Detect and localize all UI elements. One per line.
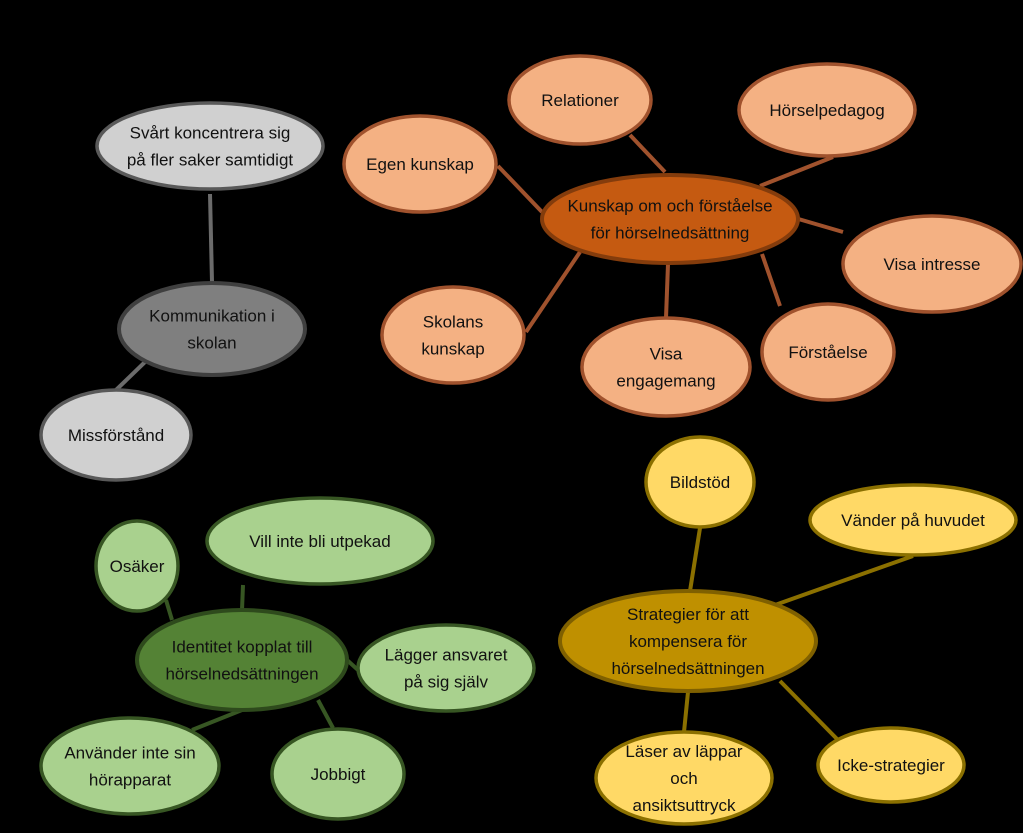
node-laser-av-lappar-och-ansiktsuttryck-label-line: ansiktsuttryck <box>633 796 736 815</box>
center-node-strategier-label-line: Strategier för att <box>627 605 749 624</box>
node-lagger-ansvaret-pa-sig-sjalv-label-line: Lägger ansvaret <box>385 646 508 665</box>
node-icke-strategier-ellipse <box>816 726 966 804</box>
node-svart-koncentrera-sig-pa-fler-saker-samtidigt: Svårt koncentrera sig på fler saker samti… <box>95 101 325 191</box>
connector-kunskap-3 <box>794 216 844 234</box>
node-visa-engagemang-label-line: Visa <box>650 345 683 364</box>
connector-kommunikation-1 <box>114 360 147 392</box>
connector-identitet-0 <box>164 599 174 621</box>
node-forstaelse: Förståelse <box>760 302 896 402</box>
node-svart-koncentrera-sig-pa-fler-saker-samtidigt-ellipse <box>95 101 325 191</box>
node-bildstod-ellipse <box>644 435 756 529</box>
node-vander-pa-huvudet: Vänder på huvudet <box>808 483 1018 557</box>
center-node-kunskap-label-line: för hörselnedsättning <box>591 224 750 243</box>
center-node-kunskap: Kunskap om och förståelse för hörselnedsä… <box>540 173 800 265</box>
connector-identitet-3 <box>316 699 335 729</box>
connector-identitet-1 <box>240 584 245 611</box>
node-anvander-inte-sin-horapparat: Använder inte sin hörapparat <box>39 716 221 816</box>
connector-strategier-0 <box>688 527 702 592</box>
node-visa-intresse-ellipse <box>841 214 1023 314</box>
node-anvander-inte-sin-horapparat-label-line: hörapparat <box>89 771 172 790</box>
center-node-kunskap-ellipse <box>540 173 800 265</box>
node-visa-engagemang-label-line: engagemang <box>616 372 715 391</box>
connector-strategier-3 <box>682 691 690 733</box>
node-jobbigt-ellipse <box>270 727 406 821</box>
center-node-kommunikation-label-line: skolan <box>187 334 236 353</box>
connector-kunskap-6 <box>524 250 582 334</box>
node-vander-pa-huvudet-label-line: Vänder på huvudet <box>841 511 985 530</box>
node-missforstand-ellipse <box>39 388 193 482</box>
node-horselpedagog-ellipse <box>737 62 917 158</box>
node-bildstod: Bildstöd <box>644 435 756 529</box>
node-horselpedagog: Hörselpedagog <box>737 62 917 158</box>
center-node-kommunikation-label-line: Kommunikation i <box>149 307 275 326</box>
node-visa-engagemang: Visa engagemang <box>580 316 752 418</box>
connector-kunskap-4 <box>760 253 782 307</box>
node-vill-inte-bli-utpekad-label-line: Vill inte bli utpekad <box>249 532 390 551</box>
connectors <box>114 133 914 742</box>
node-osaker-ellipse <box>94 519 180 613</box>
node-bildstod-label-line: Bildstöd <box>670 473 730 492</box>
node-visa-intresse-label-line: Visa intresse <box>883 255 980 274</box>
center-node-kommunikation: Kommunikation i skolan <box>117 281 307 377</box>
connector-strategier-1 <box>774 554 914 607</box>
node-jobbigt: Jobbigt <box>270 727 406 821</box>
node-lagger-ansvaret-pa-sig-sjalv-label-line: på sig själv <box>404 673 489 692</box>
node-osaker: Osäker <box>94 519 180 613</box>
node-missforstand-label-line: Missförstånd <box>68 426 164 445</box>
node-visa-intresse: Visa intresse <box>841 214 1023 314</box>
node-forstaelse-ellipse <box>760 302 896 402</box>
node-jobbigt-label-line: Jobbigt <box>311 765 366 784</box>
center-node-strategier-label-line: hörselnedsättningen <box>611 659 764 678</box>
node-svart-koncentrera-sig-pa-fler-saker-samtidigt-label-line: Svårt koncentrera sig <box>130 124 291 143</box>
connector-identitet-4 <box>191 708 243 732</box>
node-relationer: Relationer <box>507 54 653 146</box>
node-icke-strategier-label-line: Icke-strategier <box>837 756 945 775</box>
node-missforstand: Missförstånd <box>39 388 193 482</box>
node-anvander-inte-sin-horapparat-label-line: Använder inte sin <box>64 744 195 763</box>
node-lagger-ansvaret-pa-sig-sjalv: Lägger ansvaret på sig själv <box>356 623 536 713</box>
node-relationer-label-line: Relationer <box>541 91 619 110</box>
node-skolans-kunskap-ellipse <box>380 285 526 385</box>
node-visa-engagemang-ellipse <box>580 316 752 418</box>
center-node-identitet-label-line: Identitet kopplat till <box>172 638 313 657</box>
center-node-strategier-ellipse <box>558 589 818 693</box>
node-icke-strategier: Icke-strategier <box>816 726 966 804</box>
connector-kunskap-1 <box>628 133 667 174</box>
connector-strategier-2 <box>778 679 840 742</box>
node-laser-av-lappar-och-ansiktsuttryck-label-line: Läser av läppar <box>625 742 743 761</box>
node-laser-av-lappar-och-ansiktsuttryck: Läser av läppar och ansiktsuttryck <box>594 730 774 826</box>
node-skolans-kunskap-label-line: Skolans <box>423 313 483 332</box>
node-vander-pa-huvudet-ellipse <box>808 483 1018 557</box>
connector-kommunikation-0 <box>208 193 214 283</box>
node-skolans-kunskap: Skolans kunskap <box>380 285 526 385</box>
center-node-strategier-label-line: kompensera för <box>629 632 747 651</box>
node-egen-kunskap: Egen kunskap <box>342 114 498 214</box>
node-anvander-inte-sin-horapparat-ellipse <box>39 716 221 816</box>
center-node-kommunikation-ellipse <box>117 281 307 377</box>
center-node-identitet-ellipse <box>135 608 349 712</box>
node-svart-koncentrera-sig-pa-fler-saker-samtidigt-label-line: på fler saker samtidigt <box>127 151 294 170</box>
node-egen-kunskap-ellipse <box>342 114 498 214</box>
node-horselpedagog-label-line: Hörselpedagog <box>769 101 884 120</box>
node-lagger-ansvaret-pa-sig-sjalv-ellipse <box>356 623 536 713</box>
node-laser-av-lappar-och-ansiktsuttryck-ellipse <box>594 730 774 826</box>
nodes: Kommunikation i skolan Svårt koncentrera s… <box>39 54 1023 826</box>
node-vill-inte-bli-utpekad-ellipse <box>205 496 435 586</box>
center-node-kunskap-label-line: Kunskap om och förståelse <box>567 197 772 216</box>
node-laser-av-lappar-och-ansiktsuttryck-label-line: och <box>670 769 697 788</box>
node-vill-inte-bli-utpekad: Vill inte bli utpekad <box>205 496 435 586</box>
center-node-strategier: Strategier för att kompensera för hörselne… <box>558 589 818 693</box>
center-node-identitet: Identitet kopplat till hörselnedsättninge… <box>135 608 349 712</box>
node-relationer-ellipse <box>507 54 653 146</box>
node-skolans-kunskap-label-line: kunskap <box>421 340 484 359</box>
connector-kunskap-5 <box>664 263 670 319</box>
connector-kunskap-0 <box>496 164 544 214</box>
node-egen-kunskap-label-line: Egen kunskap <box>366 155 474 174</box>
node-forstaelse-label-line: Förståelse <box>788 343 867 362</box>
center-node-identitet-label-line: hörselnedsättningen <box>165 665 318 684</box>
connector-kunskap-2 <box>759 155 834 188</box>
node-osaker-label-line: Osäker <box>110 557 165 576</box>
